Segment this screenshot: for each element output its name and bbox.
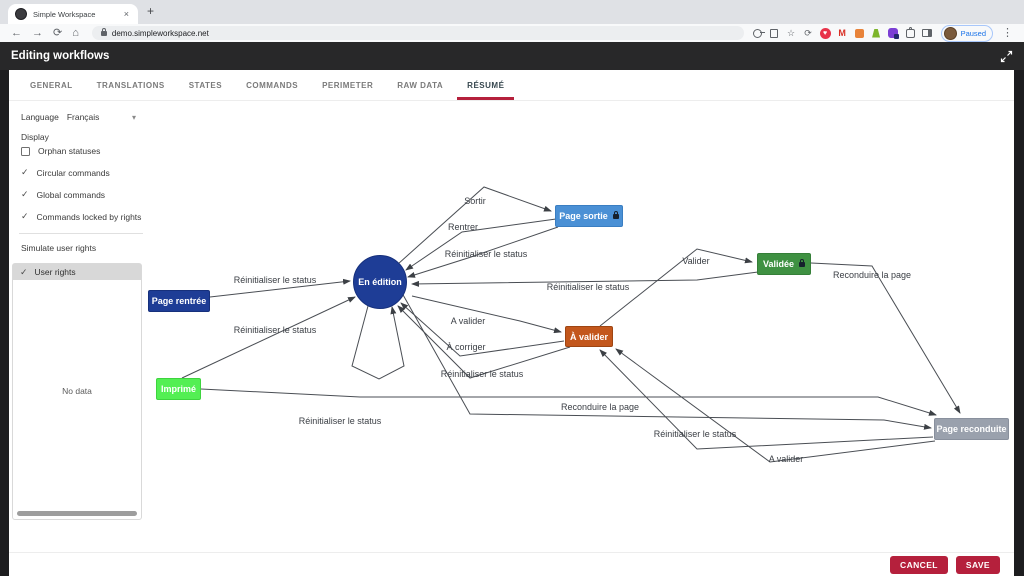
simulate-user-rights-label: Simulate user rights: [21, 243, 97, 253]
language-row: Language Français ▾: [21, 112, 146, 122]
display-option-label: Commands locked by rights: [36, 211, 142, 222]
tab-commands[interactable]: COMMANDS: [246, 80, 299, 90]
display-option-global-commands[interactable]: ✓ Global commands: [21, 189, 146, 200]
dialog-header: Editing workflows: [0, 42, 1024, 70]
dialog-panel: GENERAL TRANSLATIONS STATES COMMANDS PERIMET…: [9, 70, 1014, 576]
user-rights-option[interactable]: ✓ User rights: [13, 264, 141, 280]
browser-tab[interactable]: Simple Workspace ×: [8, 4, 138, 24]
back-icon[interactable]: ←: [11, 26, 22, 39]
node-imprime[interactable]: Imprimé: [156, 378, 201, 400]
browser-tab-strip: Simple Workspace × +: [0, 0, 1024, 24]
check-icon: ✓: [21, 189, 29, 199]
sync-paused-label: Paused: [960, 28, 986, 38]
profile-chip[interactable]: Paused: [940, 24, 993, 42]
sidebar-divider: [19, 233, 143, 234]
page-title: Editing workflows: [11, 50, 110, 62]
node-label: Page rentrée: [151, 296, 207, 306]
browser-toolbar: ← → ⟳ ⌂ demo.simpleworkspace.net ☆ ⟳ ♥ M…: [0, 24, 1024, 43]
save-button[interactable]: SAVE: [955, 555, 1000, 574]
node-label: Page sortie: [559, 211, 608, 221]
node-validee[interactable]: Validée: [757, 253, 811, 275]
tab-r-sum-[interactable]: RÉSUMÉ: [455, 70, 516, 100]
https-lock-icon: [100, 27, 107, 36]
new-tab-button[interactable]: +: [147, 4, 155, 18]
tab-states[interactable]: STATES: [188, 80, 223, 90]
orange-extension-icon[interactable]: [854, 28, 864, 38]
node-page-rentree[interactable]: Page rentrée: [148, 290, 210, 312]
display-option-commands-locked-by-rights[interactable]: ✓ Commands locked by rights: [21, 211, 146, 222]
forward-icon[interactable]: →: [32, 26, 43, 39]
node-label: Page reconduite: [936, 424, 1007, 434]
check-icon: ✓: [21, 211, 29, 221]
node-label: À valider: [569, 331, 609, 342]
lock-icon: [799, 258, 806, 267]
tab-raw-data[interactable]: RAW DATA: [397, 80, 444, 90]
display-option-label: Circular commands: [36, 167, 110, 178]
check-icon: ✓: [21, 167, 29, 177]
tab-perimeter[interactable]: PERIMETER: [322, 80, 374, 90]
display-options: ✓ Circular commands ✓ Global commands ✓ Comma…: [9, 167, 146, 222]
url-bar[interactable]: demo.simpleworkspace.net: [91, 26, 744, 40]
extension-icons: ☆ ⟳ ♥ M: [752, 26, 933, 39]
flask-extension-icon[interactable]: [872, 28, 881, 38]
orphan-statuses-label: Orphan statuses: [38, 146, 101, 156]
purple-extension-icon[interactable]: [888, 28, 900, 39]
language-label: Language: [21, 112, 59, 122]
share-icon[interactable]: [770, 28, 779, 38]
browser-tab-title: Simple Workspace: [33, 9, 96, 19]
dialog-footer: CANCEL SAVE: [9, 552, 1014, 576]
display-label: Display: [21, 132, 49, 142]
bookmark-star-icon[interactable]: ☆: [787, 27, 796, 38]
sync-extension-icon[interactable]: ⟳: [804, 27, 812, 38]
password-key-icon[interactable]: [752, 28, 765, 38]
node-label: Validée: [762, 259, 795, 269]
language-select[interactable]: Français ▾: [67, 112, 146, 122]
node-en-edition[interactable]: En édition: [353, 255, 407, 309]
home-icon[interactable]: ⌂: [72, 26, 79, 39]
browser-menu-icon[interactable]: ⋮: [1002, 26, 1013, 39]
extensions-puzzle-icon[interactable]: [905, 26, 915, 38]
favicon: [15, 8, 27, 20]
url-text: demo.simpleworkspace.net: [111, 28, 209, 38]
no-data-text: No data: [62, 386, 92, 397]
tab-general[interactable]: GENERAL: [30, 80, 73, 90]
avatar: [943, 26, 957, 40]
tab-close-icon[interactable]: ×: [123, 9, 129, 19]
expand-icon[interactable]: [1000, 50, 1013, 63]
dialog-tab-bar: GENERAL TRANSLATIONS STATES COMMANDS PERIMET…: [9, 70, 1014, 101]
chevron-down-icon: ▾: [131, 112, 136, 122]
m-extension-icon[interactable]: M: [838, 27, 846, 38]
adblock-shield-icon[interactable]: ♥: [819, 27, 831, 39]
user-rights-label: User rights: [34, 267, 76, 277]
display-option-circular-commands[interactable]: ✓ Circular commands: [21, 167, 146, 178]
node-page-reconduite[interactable]: Page reconduite: [934, 418, 1009, 440]
sidebar: Language Français ▾ Display Orphan statu…: [9, 100, 146, 552]
reload-icon[interactable]: ⟳: [53, 26, 63, 39]
check-icon: ✓: [20, 266, 28, 277]
node-page-sortie[interactable]: Page sortie: [555, 205, 623, 227]
node-label: Imprimé: [160, 384, 196, 394]
horizontal-scrollbar[interactable]: [17, 511, 137, 516]
node-label: En édition: [358, 277, 402, 287]
checkbox-icon: [21, 146, 30, 156]
cancel-button[interactable]: CANCEL: [890, 555, 948, 574]
lock-icon: [612, 210, 619, 219]
sidebar-toggle-icon[interactable]: [922, 29, 933, 37]
node-a-valider[interactable]: À valider: [565, 326, 613, 347]
orphan-statuses-checkbox[interactable]: Orphan statuses: [21, 146, 146, 156]
language-value: Français: [66, 112, 100, 122]
user-rights-listbox[interactable]: ✓ User rights No data: [12, 263, 142, 520]
display-option-label: Global commands: [36, 189, 106, 200]
tab-translations[interactable]: TRANSLATIONS: [96, 80, 165, 90]
